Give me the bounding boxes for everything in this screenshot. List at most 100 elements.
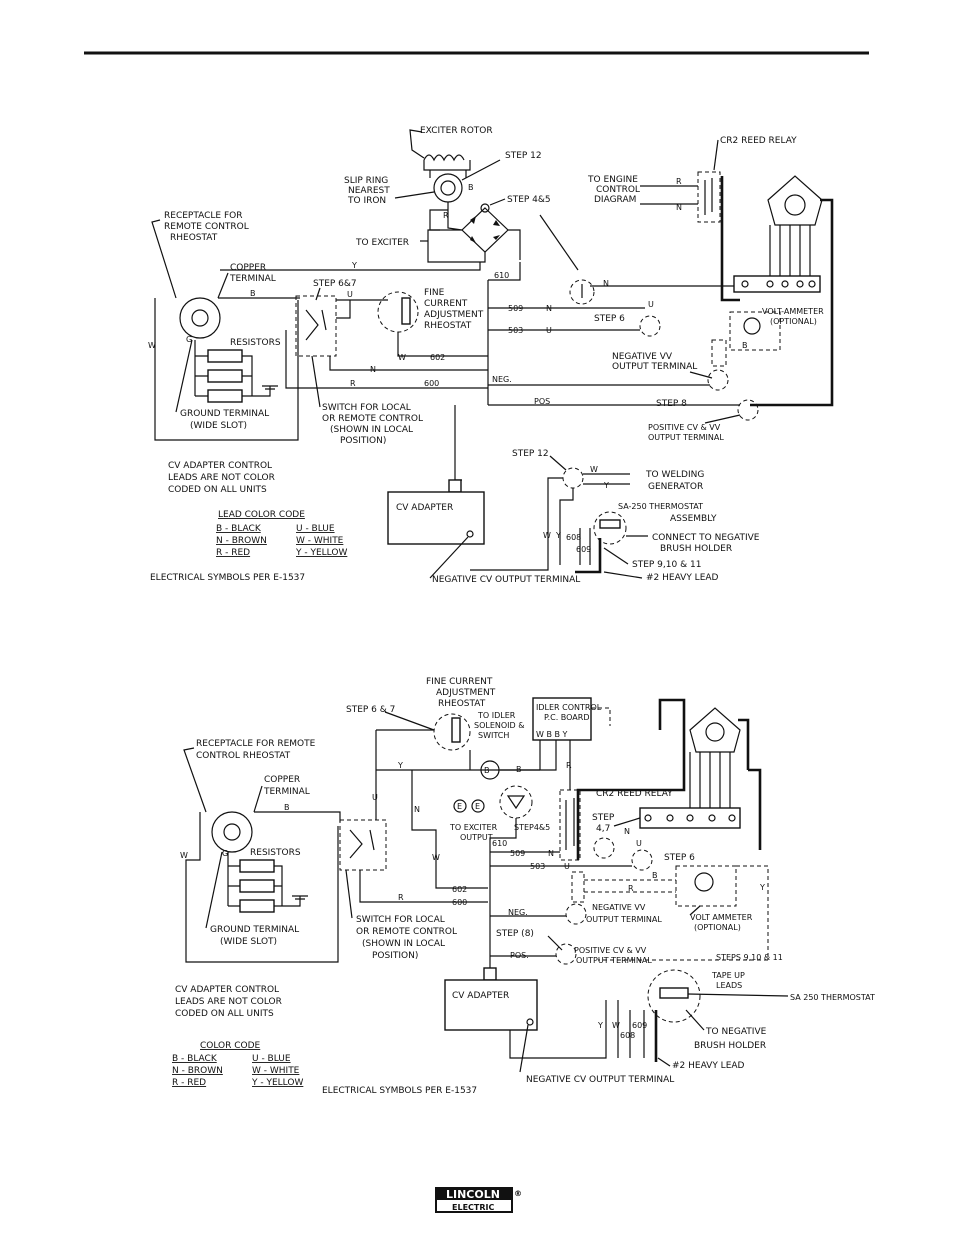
d2-503-label: 503 (530, 862, 545, 871)
w602-w-label: W (398, 353, 406, 362)
509-503-wires (488, 307, 645, 331)
d2-generator-assembly (639, 707, 741, 829)
neg-pos-wires (488, 384, 740, 406)
d2-w4-label: W (612, 1021, 620, 1030)
lincoln-electric-logo: LINCOLN ELECTRIC ® (435, 1187, 522, 1213)
neg-vv-leader (689, 371, 713, 379)
welding-gen-wires (583, 473, 630, 485)
switch-label-1: SWITCH FOR LOCAL (322, 403, 411, 413)
d2-to-exciter-2: OUTPUT (460, 833, 493, 842)
d2-ground-2: (WIDE SLOT) (220, 937, 277, 947)
d2-switch-3: (SHOWN IN LOCAL (362, 939, 445, 949)
u-wire-switch (336, 299, 388, 319)
d2-cv-terminal (526, 1018, 534, 1026)
slip-ring-label-2: NEAREST (348, 186, 390, 196)
d2-heavy-down (748, 768, 762, 850)
engine-wires (640, 185, 698, 205)
slip-to-bridge (429, 202, 463, 231)
step12-connector (562, 467, 584, 489)
step45-leader-2 (539, 214, 579, 271)
step12-bottom-label: STEP 12 (512, 449, 549, 459)
sa250-thermostat (593, 511, 627, 545)
d2-heavy-leader (657, 1057, 671, 1067)
d2-fine-current-1: FINE CURRENT (426, 677, 493, 687)
heavy-lead-right (750, 198, 834, 407)
diagram-2: FINE CURRENT ADJUSTMENT RHEOSTAT STEP 6 … (172, 677, 875, 1096)
d2-cv-note-3: CODED ON ALL UNITS (175, 1009, 274, 1019)
d2-509-label: 509 (510, 849, 525, 858)
switch-leader (311, 355, 321, 408)
d2-n-wire (411, 770, 488, 889)
d2-w-label: W (180, 851, 188, 860)
d2-copper-leader (253, 785, 263, 813)
d2-608-label: 608 (620, 1031, 635, 1040)
d2-symbols: ELECTRICAL SYMBOLS PER E-1537 (322, 1086, 477, 1096)
d2-n-label: N (414, 805, 420, 814)
y-wire (220, 262, 481, 271)
logo-top-text: LINCOLN (446, 1188, 500, 1201)
switch-arms (305, 309, 327, 341)
d2-heavy-relay (576, 698, 686, 860)
d2-r3-label: R (628, 884, 634, 893)
rectifier-bridge (461, 203, 509, 253)
cr2-relay-box (697, 171, 721, 223)
r600-num-label: 600 (424, 379, 439, 388)
exciter-rotor-label: EXCITER ROTOR (420, 126, 493, 136)
d2-pos-cv-2: OUTPUT TERMINAL (576, 956, 652, 965)
d2-cv-note-1: CV ADAPTER CONTROL (175, 985, 279, 995)
d2-step-wire (375, 729, 434, 820)
d2-code-right-2: W - WHITE (252, 1066, 300, 1076)
code-right-3: Y - YELLOW (295, 548, 347, 558)
neg-vv-box (711, 339, 727, 367)
d2-cv-adapter (444, 979, 538, 1031)
heavy-lead-leader (603, 571, 643, 579)
d2-tape-up-1: TAPE UP (711, 971, 745, 980)
rheostat-body (401, 297, 411, 325)
d2-switch-arms (349, 829, 375, 859)
code-left-2: N - BROWN (216, 536, 267, 546)
step67-leader (315, 287, 321, 301)
d2-cv-note-2: LEADS ARE NOT COLOR (175, 997, 282, 1007)
connect-neg-2: BRUSH HOLDER (660, 544, 732, 554)
bridge-r-label: R (443, 211, 449, 220)
ground-label-1: GROUND TERMINAL (180, 409, 269, 419)
wg-y-label: Y (603, 481, 609, 490)
to-engine-3: DIAGRAM (594, 195, 636, 205)
exciter-rotor-coil (423, 154, 471, 178)
d2-e1-label: E (457, 802, 462, 811)
d2-609-label: 609 (632, 1021, 647, 1030)
w602-num-label: 602 (430, 353, 445, 362)
d2-thermostat (647, 969, 701, 1023)
diagram-1: EXCITER ROTOR STEP 12 SLIP RING NEAREST … (148, 126, 834, 585)
copper-label-2: TERMINAL (229, 274, 276, 284)
d2-step67-label: STEP 6 & 7 (346, 705, 395, 715)
d2-volt-ammeter (675, 865, 737, 907)
d2-step45-label: STEP4&5 (514, 823, 550, 832)
d2-step47-1: STEP (592, 813, 615, 823)
logo-bottom-text: ELECTRIC (452, 1203, 494, 1212)
r600-r-label: R (350, 379, 356, 388)
n509-label: 509 (508, 304, 523, 313)
n-switch-label: N (370, 365, 376, 374)
neg-vv-label-2: OUTPUT TERMINAL (612, 362, 697, 372)
d2-fine-current-3: RHEOSTAT (438, 699, 486, 709)
to-welding-2: GENERATOR (648, 482, 703, 492)
pos-cv-vv-label-2: OUTPUT TERMINAL (648, 433, 724, 442)
neg-cv-leader (429, 536, 469, 579)
d2-relay-coil (480, 760, 500, 780)
resistors (194, 340, 278, 403)
d2-y-wire (376, 740, 557, 771)
to-welding-1: TO WELDING (645, 470, 704, 480)
d2-neg-pos-wires (490, 915, 566, 957)
d2-n2-wire (613, 817, 641, 827)
d2-switch-1: SWITCH FOR LOCAL (356, 915, 445, 925)
d2-to-neg-1: TO NEGATIVE (705, 1027, 767, 1037)
d2-n2-label: N (624, 827, 630, 836)
volt-ammeter-meter (743, 317, 761, 335)
d2-receptacle-inner (223, 823, 241, 841)
d2-resistors (227, 852, 308, 913)
code-right-2: W - WHITE (296, 536, 344, 546)
engine-r-label: R (676, 177, 682, 186)
d2-cv-adapter-label: CV ADAPTER (452, 991, 509, 1001)
d2-board-pins: W B B Y (536, 730, 568, 739)
